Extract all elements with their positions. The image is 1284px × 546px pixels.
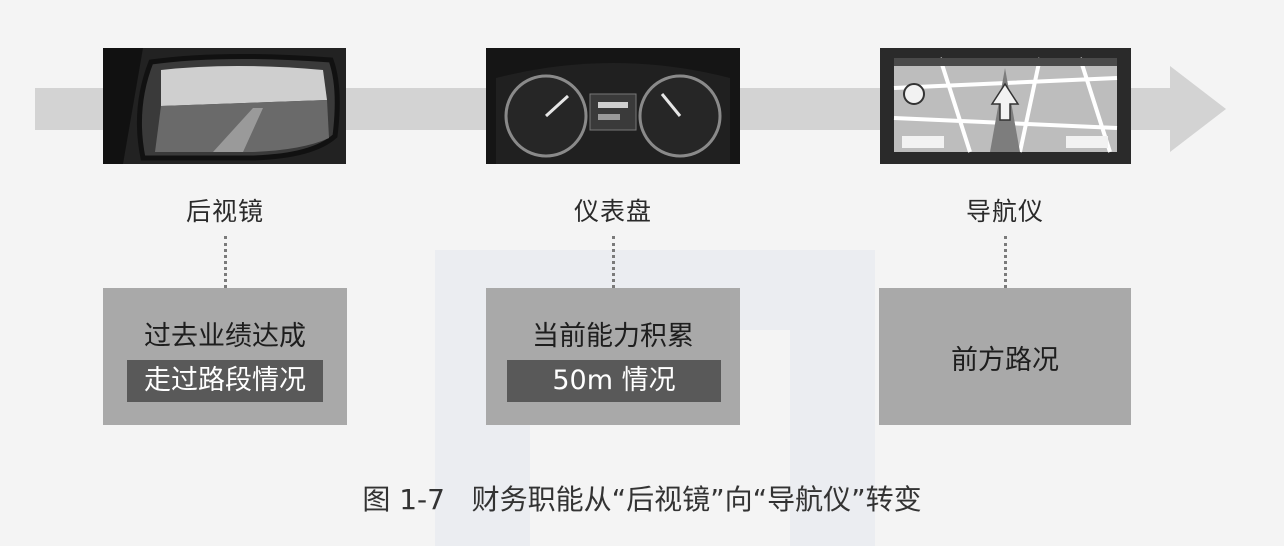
stage-connector-rearview-mirror — [224, 236, 227, 288]
stage-box-dashboard: 当前能力积累 50m 情况 — [486, 288, 740, 425]
timeline-arrow-head — [1170, 66, 1226, 152]
stage-label-rearview-mirror: 后视镜 — [185, 197, 264, 226]
stage-connector-navigator — [1004, 236, 1007, 288]
figure-caption: 图 1-7 财务职能从“后视镜”向“导航仪”转变 — [362, 483, 922, 516]
gps-navigator-photo — [880, 48, 1131, 164]
stage-connector-dashboard — [612, 236, 615, 288]
box-line-road-ahead: 前方路况 — [951, 345, 1059, 376]
box-highlight-50m: 50m 情况 — [507, 360, 721, 402]
stage-label-navigator: 导航仪 — [965, 197, 1044, 226]
box-highlight-past-road: 走过路段情况 — [127, 360, 323, 402]
box-line-current-capability: 当前能力积累 — [532, 321, 694, 352]
stage-label-dashboard: 仪表盘 — [573, 197, 652, 226]
dashboard-gauges-photo — [486, 48, 740, 164]
stage-box-navigator: 前方路况 — [879, 288, 1131, 425]
rearview-mirror-photo — [103, 48, 346, 164]
stage-box-rearview-mirror: 过去业绩达成 走过路段情况 — [103, 288, 347, 425]
box-line-past-performance: 过去业绩达成 — [144, 321, 306, 352]
